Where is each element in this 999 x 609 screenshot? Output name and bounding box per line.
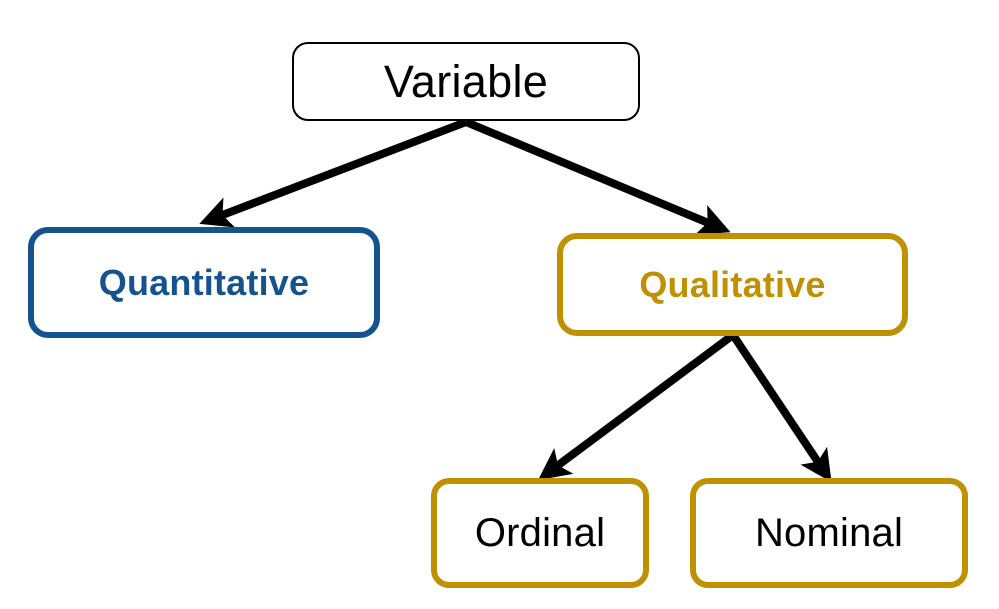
node-ordinal[interactable]: Ordinal xyxy=(431,478,649,588)
node-variable-label: Variable xyxy=(383,55,549,107)
node-qualitative-label: Qualitative xyxy=(639,263,826,305)
node-ordinal-label: Ordinal xyxy=(474,511,606,555)
node-quantitative-label: Quantitative xyxy=(98,261,310,303)
edge-qualitative-to-ordinal xyxy=(538,331,736,481)
edge-variable-to-qualitative xyxy=(464,118,731,235)
node-quantitative[interactable]: Quantitative xyxy=(28,227,380,338)
edge-variable-to-quantitative xyxy=(199,118,468,228)
node-nominal-label: Nominal xyxy=(754,511,904,555)
edge-qualitative-to-nominal xyxy=(729,332,832,483)
node-qualitative[interactable]: Qualitative xyxy=(557,233,908,336)
node-variable[interactable]: Variable xyxy=(292,42,640,121)
node-nominal[interactable]: Nominal xyxy=(690,478,968,588)
